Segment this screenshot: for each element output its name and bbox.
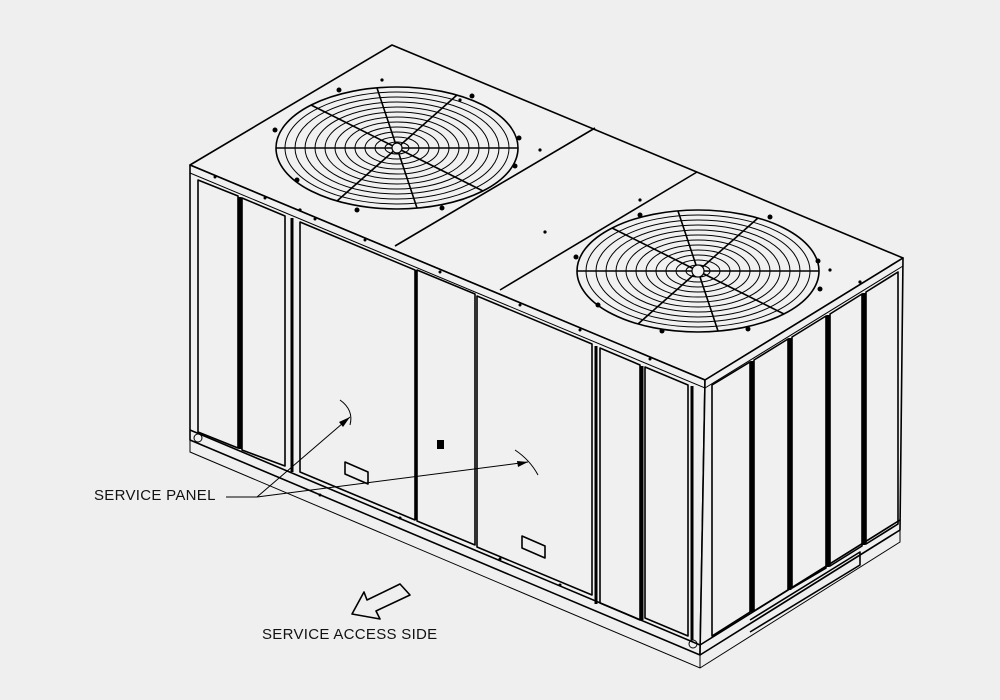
panel-label-plate — [344, 461, 369, 485]
fan-grille-right — [573, 209, 823, 334]
service-panel-label: SERVICE PANEL — [94, 487, 216, 504]
service-access-side-label: SERVICE ACCESS SIDE — [262, 626, 438, 643]
right-panels — [711, 271, 899, 637]
top-panel-seam — [394, 127, 596, 247]
access-direction-arrow-icon — [351, 583, 411, 620]
top-panel-seam — [499, 171, 698, 291]
top-fasteners — [298, 78, 862, 284]
service-panel-right — [476, 295, 593, 596]
panel-label-plate — [521, 535, 546, 559]
front-panels — [197, 175, 694, 640]
service-panel-leaders — [226, 399, 539, 498]
fan-grille-left — [272, 86, 522, 213]
